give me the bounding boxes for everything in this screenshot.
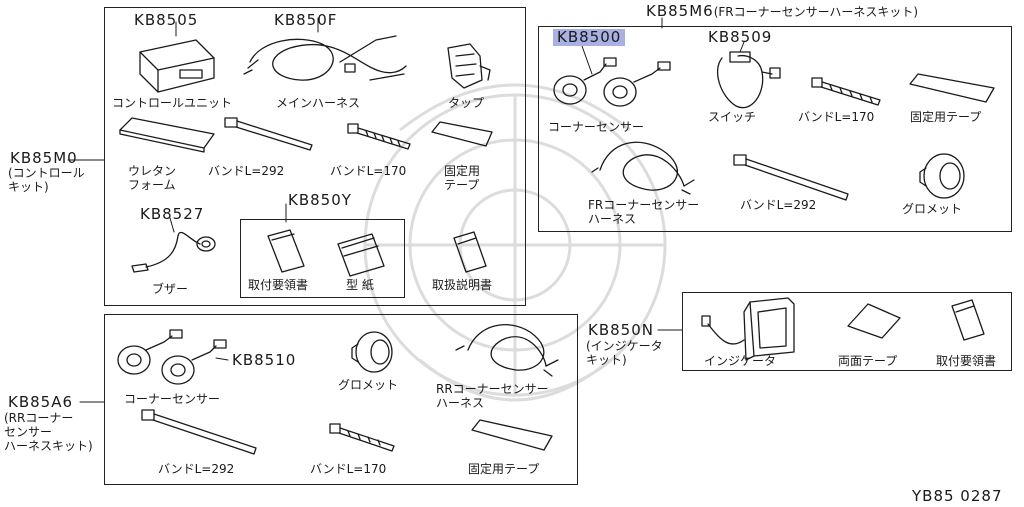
part-name-double-sided-tape: 両面テープ [838, 354, 898, 368]
part-code-kb8527: KB8527 [140, 205, 205, 223]
indicator-drawing [701, 297, 795, 361]
leader-lines [67, 17, 745, 403]
part-code-kb8500[interactable]: KB8500 [553, 29, 626, 46]
part-name-band-170-rr: バンドL=170 [310, 462, 387, 476]
grommet-rr-drawing [351, 331, 393, 373]
corner-sensor-rr-drawing [117, 329, 227, 385]
install-manual-m0-drawing [267, 229, 305, 273]
tap-drawing [447, 43, 491, 89]
fr-harness-drawing [591, 141, 695, 195]
double-sided-tape-drawing [847, 303, 901, 339]
kit-box-m6 [538, 26, 1012, 232]
kit-label-a6: KB85A6 [8, 393, 74, 411]
part-code-kb8509: KB8509 [708, 28, 773, 46]
main-harness-drawing [243, 35, 407, 81]
part-name-rr-harness: RRコーナーセンサー ハーネス [436, 382, 549, 410]
part-code-kb850f: KB850F [274, 11, 338, 29]
fixing-tape-m0-drawing [431, 121, 493, 147]
band-292-drawing [224, 117, 313, 151]
band-170-rr-drawing [329, 423, 395, 452]
part-name-install-manual: 取付要領書 [248, 278, 309, 292]
part-name-fixing-tape-rr: 固定用テープ [468, 462, 540, 476]
grommet-fr-drawing [919, 153, 965, 199]
page-id: YB85 0287 [912, 487, 1003, 505]
part-name-buzzer: ブザー [152, 282, 189, 296]
kit-label-m6-code: KB85M6 [646, 2, 714, 20]
user-manual-drawing [453, 231, 487, 273]
part-name-band-292-fr: バンドL=292 [740, 198, 817, 212]
part-name-switch: スイッチ [708, 110, 757, 124]
part-code-kb850y: KB850Y [288, 191, 352, 209]
rr-harness-drawing [455, 324, 559, 377]
kit-box-m0-sub [240, 219, 405, 298]
part-name-urethane-foam: ウレタン フォーム [128, 164, 177, 192]
part-code-kb8510: KB8510 [232, 351, 297, 369]
part-name-template: 型 紙 [346, 278, 374, 292]
kit-box-a6 [104, 314, 578, 485]
kit-label-n: KB850N [588, 321, 654, 339]
part-name-tap: タップ [448, 96, 485, 110]
part-name-fixing-tape-fr: 固定用テープ [910, 110, 982, 124]
install-manual-n-drawing [951, 299, 985, 341]
part-name-install-manual-n: 取付要領書 [936, 354, 997, 368]
control-unit-drawing [139, 39, 215, 93]
watermark-emblem [363, 83, 667, 402]
part-name-band-292-rr: バンドL=292 [158, 462, 235, 476]
kit-sublabel-a6: (RRコーナー センサー ハーネスキット) [4, 411, 93, 453]
part-name-band-170-fr: バンドL=170 [798, 110, 875, 124]
band-292-fr-drawing [733, 154, 849, 201]
corner-sensor-fr-drawing [553, 57, 671, 107]
kit-box-m0 [104, 7, 526, 306]
template-drawing [337, 233, 385, 277]
part-name-band-170: バンドL=170 [330, 164, 407, 178]
part-name-grommet-rr: グロメット [338, 378, 399, 392]
part-name-fixing-tape: 固定用 テープ [444, 164, 481, 192]
part-name-main-harness: メインハーネス [276, 96, 361, 110]
fixing-tape-fr-drawing [909, 73, 995, 103]
kit-label-m6: KB85M6(FRコーナーセンサーハーネスキット) [646, 3, 918, 21]
part-name-control-unit: コントロールユニット [112, 96, 233, 110]
band-292-rr-drawing [141, 409, 257, 455]
buzzer-drawing [131, 231, 216, 273]
part-name-fr-harness: FRコーナーセンサー ハーネス [588, 198, 700, 226]
part-name-user-manual: 取扱説明書 [432, 278, 493, 292]
part-name-corner-sensor-fr: コーナーセンサー [548, 120, 645, 134]
part-name-indicator: インジケータ [704, 354, 777, 368]
kit-label-m0: KB85M0 [10, 149, 78, 167]
band-170-fr-drawing [811, 77, 881, 106]
kit-box-n [682, 292, 1012, 371]
part-name-band-292: バンドL=292 [208, 164, 285, 178]
part-name-grommet-fr: グロメット [902, 202, 963, 216]
part-code-kb8505: KB8505 [134, 11, 199, 29]
band-170-drawing [347, 123, 411, 150]
kit-sublabel-n: (インジケータ キット) [586, 339, 663, 367]
fixing-tape-rr-drawing [471, 419, 553, 451]
kit-sublabel-m0: (コントロール キット) [8, 166, 85, 194]
kit-sublabel-m6: (FRコーナーセンサーハーネスキット) [713, 5, 919, 19]
part-name-corner-sensor-rr: コーナーセンサー [124, 392, 221, 406]
urethane-foam-drawing [119, 117, 215, 153]
